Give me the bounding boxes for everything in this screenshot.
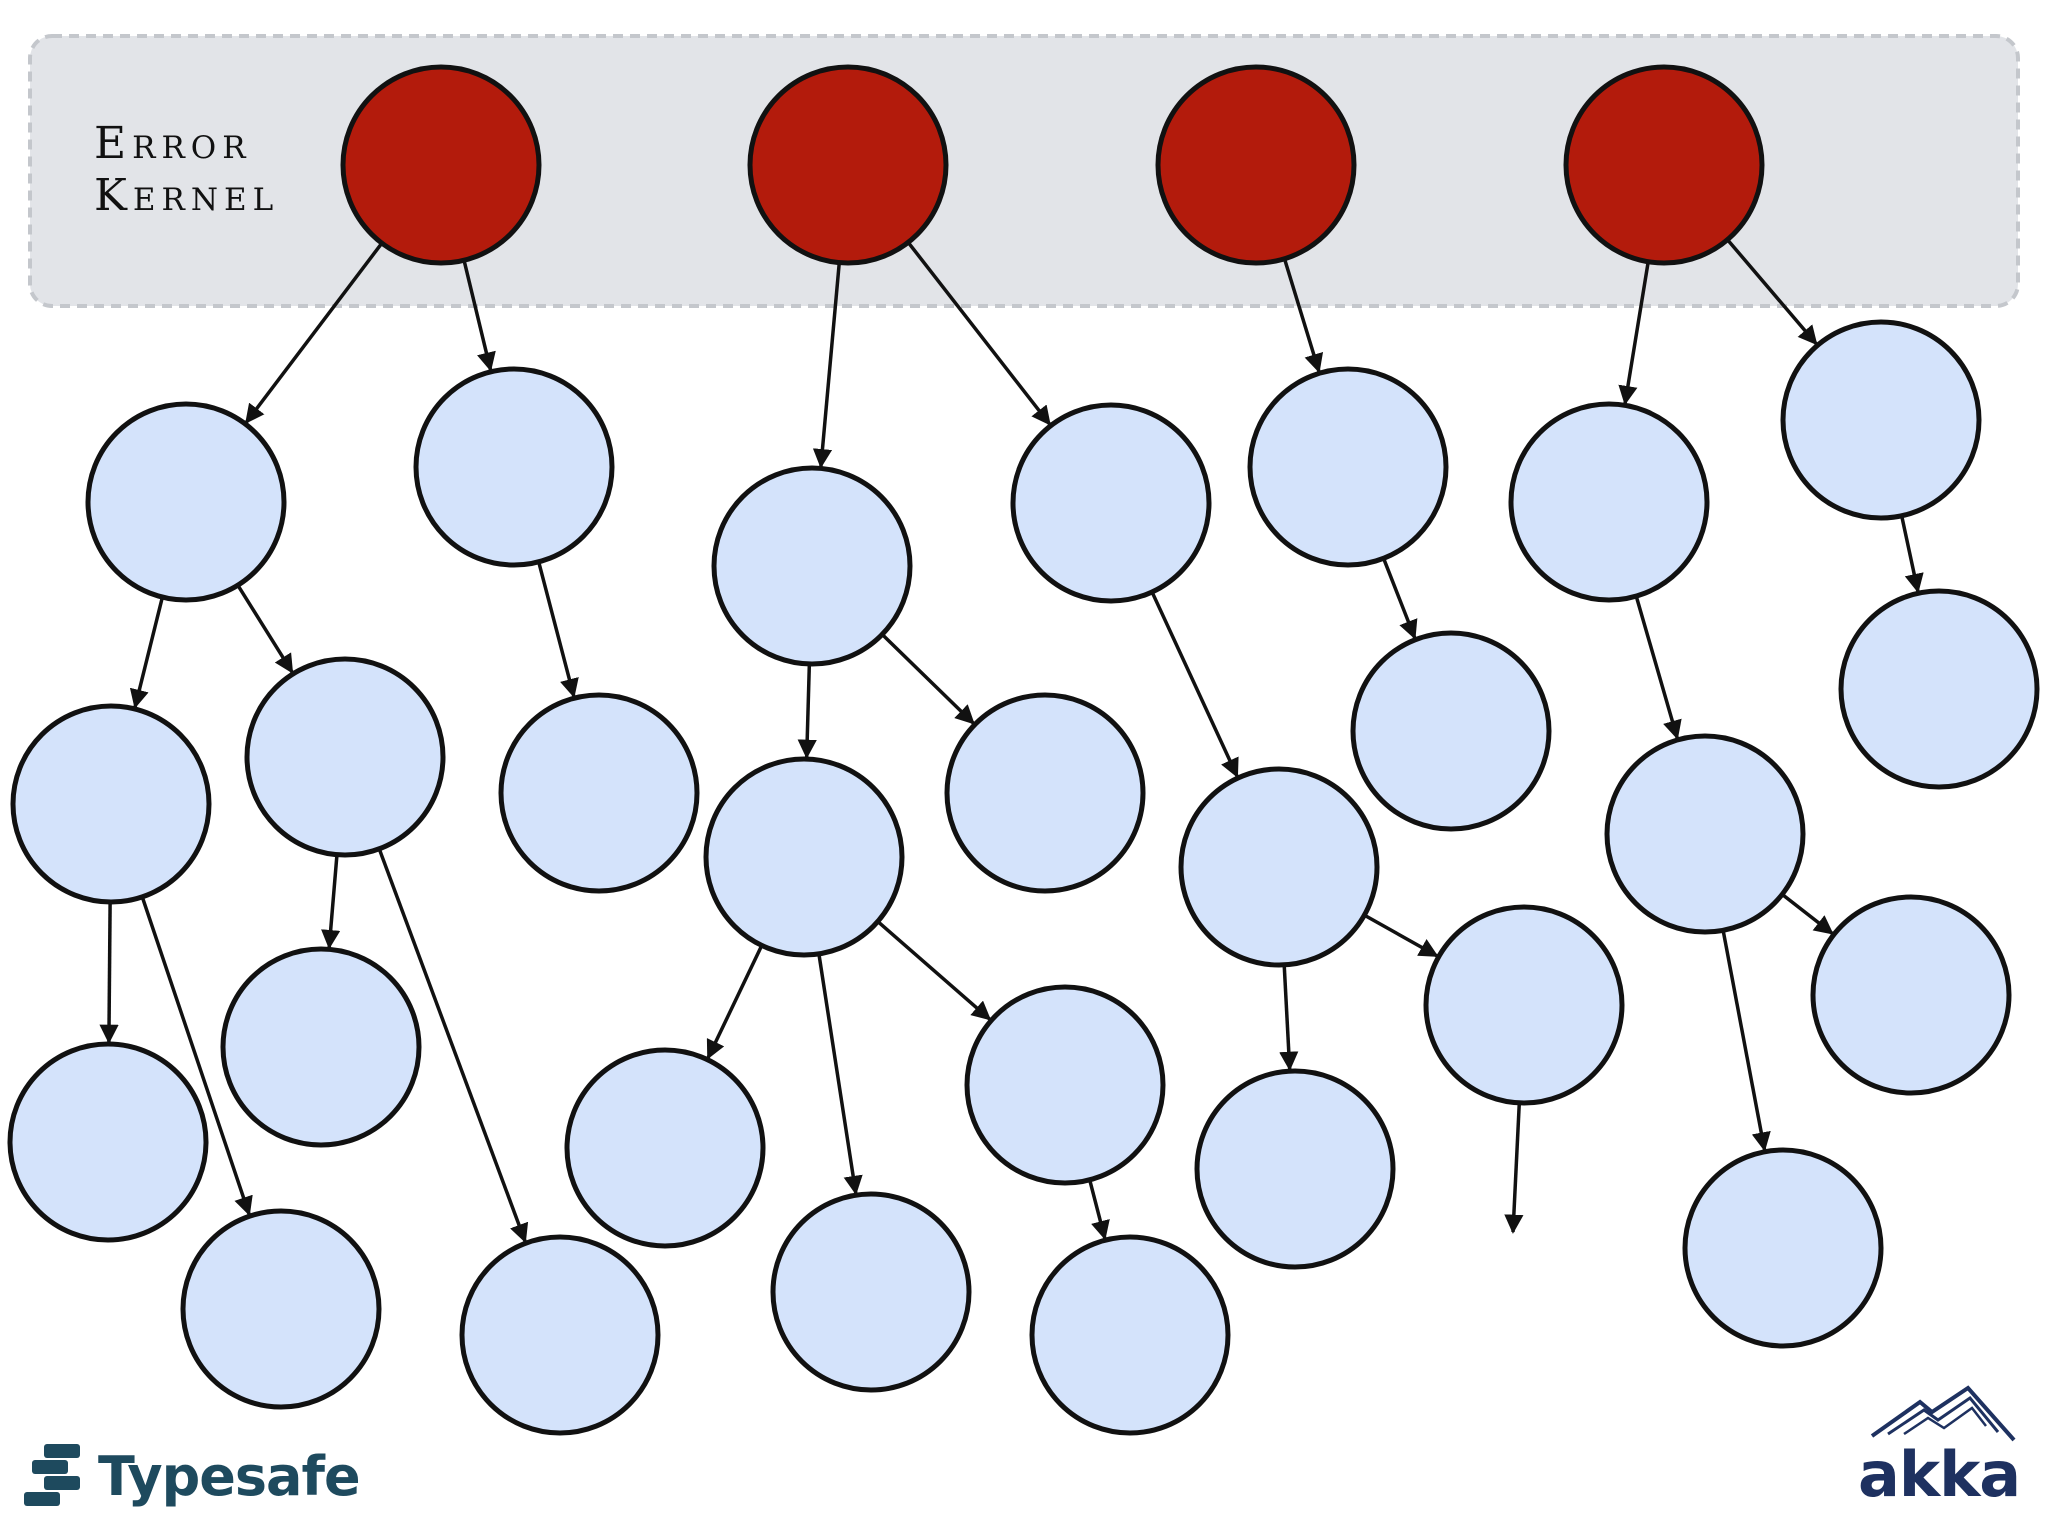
edge-arrow-a11-to-a22	[817, 955, 863, 1196]
actor-node-a22	[770, 1191, 972, 1393]
akka-mountain-icon	[1870, 1385, 2016, 1442]
edge-arrow-a3-to-a11	[797, 665, 817, 759]
actor-node-a21	[564, 1047, 766, 1249]
kernel-actor-node-k1	[340, 64, 542, 266]
edge-arrow-a13-to-a24	[1279, 966, 1299, 1072]
actor-node-a28	[1029, 1234, 1231, 1436]
kernel-actor-node-k4	[1563, 64, 1765, 266]
edge-arrow-a6-to-a15	[1635, 597, 1682, 740]
edge-arrow-a1-to-a9	[237, 585, 294, 674]
edge-arrow-a15-to-a26	[1782, 894, 1834, 935]
actor-node-a26	[1810, 894, 2012, 1096]
edge-arrow-a1-to-a8	[129, 598, 164, 709]
edge-arrow-k3-to-a5	[1283, 260, 1324, 374]
actor-node-a17	[7, 1041, 209, 1243]
actor-node-a24	[1194, 1068, 1396, 1270]
actor-node-a18	[180, 1208, 382, 1410]
actor-node-a6	[1508, 401, 1710, 603]
actor-node-a20	[459, 1234, 661, 1436]
edge-arrow-a11-to-a23	[878, 921, 992, 1021]
actor-node-a8	[10, 703, 212, 905]
edge-arrow-a3-to-a12	[882, 634, 975, 725]
edge-arrow-a4-to-a13	[1151, 593, 1239, 778]
actor-node-a15	[1604, 733, 1806, 935]
akka-logo: akka	[1858, 1384, 2021, 1514]
actor-node-a13	[1178, 766, 1380, 968]
edge-arrow-k2-to-a4	[908, 242, 1051, 426]
edge-arrow-a25-to-open-end	[1504, 1104, 1524, 1234]
actor-node-a14	[1350, 630, 1552, 832]
nodes-layer	[7, 64, 2040, 1436]
edge-arrow-a11-to-a21	[706, 946, 763, 1060]
error-kernel-label-line2: Kernel	[94, 170, 280, 221]
edge-arrow-a23-to-a28	[1088, 1181, 1110, 1241]
error-kernel-band	[28, 34, 2020, 308]
actor-node-a3	[711, 465, 913, 667]
actor-node-a23	[964, 984, 1166, 1186]
edge-arrow-a9-to-a20	[378, 850, 529, 1244]
actor-node-a4	[1010, 402, 1212, 604]
actor-node-a10	[498, 692, 700, 894]
kernel-actor-node-k3	[1155, 64, 1357, 266]
actor-node-a27	[1682, 1147, 1884, 1349]
edge-arrow-a5-to-a14	[1382, 559, 1418, 640]
edges-layer	[99, 240, 1924, 1244]
kernel-actor-node-k2	[747, 64, 949, 266]
actor-node-a19	[220, 946, 422, 1148]
edge-arrow-k2-to-a3	[812, 264, 841, 469]
actor-node-a2	[413, 366, 615, 568]
edge-arrow-a9-to-a19	[321, 856, 341, 950]
typesafe-logo-icon	[24, 1444, 80, 1506]
edge-arrow-a8-to-a18	[141, 898, 253, 1217]
akka-wordmark: akka	[1858, 1438, 2021, 1511]
edge-arrow-a2-to-a10	[537, 563, 579, 699]
edge-arrow-k1-to-a2	[462, 261, 496, 372]
actor-node-a25	[1423, 904, 1625, 1106]
error-kernel-label-line1: Error	[94, 118, 252, 169]
actor-node-a11	[703, 756, 905, 958]
edge-arrow-k4-to-a7	[1727, 240, 1818, 346]
edge-arrow-a8-to-a17	[99, 903, 119, 1044]
typesafe-wordmark: Typesafe	[98, 1444, 361, 1508]
actor-node-a5	[1247, 366, 1449, 568]
actor-node-a7	[1780, 319, 1982, 521]
actor-node-a1	[85, 401, 287, 603]
actor-node-a9	[244, 656, 446, 858]
actor-node-a16	[1838, 588, 2040, 790]
edge-arrow-a7-to-a16	[1900, 517, 1924, 594]
edge-arrow-a15-to-a27	[1721, 931, 1771, 1152]
actor-node-a12	[944, 692, 1146, 894]
edge-arrow-a13-to-a25	[1365, 914, 1439, 958]
edge-arrow-k1-to-a1	[244, 243, 383, 424]
typesafe-logo: Typesafe	[20, 1440, 361, 1512]
edge-arrow-k4-to-a6	[1618, 263, 1650, 406]
